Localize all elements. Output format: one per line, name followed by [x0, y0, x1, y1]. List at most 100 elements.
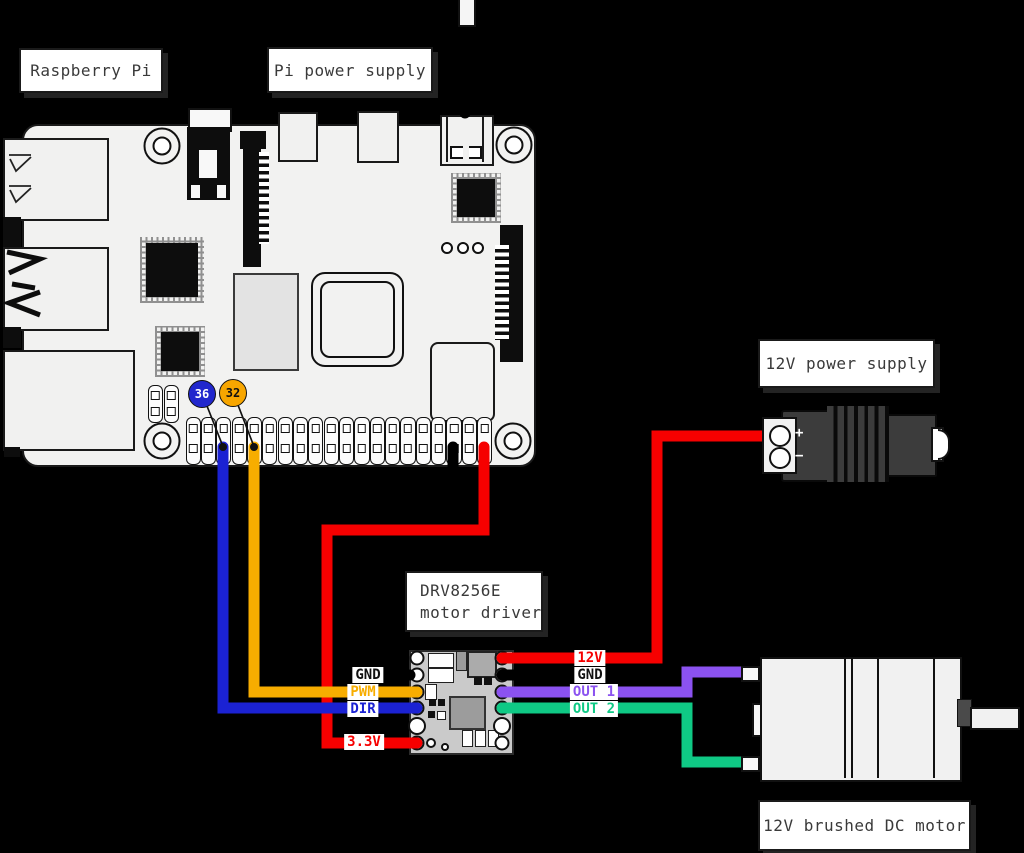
port-shield-tab [3, 327, 21, 348]
usb-port [3, 138, 109, 221]
motor-section-line [933, 657, 935, 778]
usb-c-glyph [450, 146, 463, 159]
pin-pad [326, 444, 336, 453]
driver-dip [475, 730, 486, 747]
hdmi-port-0 [278, 112, 318, 162]
motor-section-line [851, 657, 853, 778]
test-pad [457, 242, 469, 254]
pin-pad [342, 424, 351, 433]
qfp-chip [155, 326, 205, 377]
driver-dot [441, 743, 449, 751]
motor-section-line [877, 657, 879, 778]
av-jack-pin [191, 185, 200, 198]
gpio-pin-pair [308, 417, 324, 465]
dsi-connector [243, 148, 261, 267]
ethernet-port [3, 247, 109, 331]
gpio-pin-pair [415, 417, 431, 465]
pad-dot [219, 443, 227, 451]
pin-pad [150, 391, 160, 400]
pin-pad [296, 444, 305, 453]
av-jack-notch [199, 150, 217, 178]
smd-part [484, 677, 492, 685]
gpio-pin-pair [323, 417, 339, 465]
motor-label: 12V brushed DC motor [758, 800, 971, 851]
gpio-pin-pair [431, 417, 447, 465]
gpio-pin-pair [292, 417, 309, 465]
smd-part [428, 711, 435, 718]
mounting-hole-inner [504, 135, 524, 155]
badge-pin-36: 36 [188, 380, 216, 408]
motor-terminal [741, 666, 760, 682]
driver-dip [462, 730, 473, 747]
gpio-pin-pair [262, 417, 278, 465]
pin-pad [326, 424, 336, 433]
mounting-hole [494, 422, 532, 460]
av-jack-pin [217, 185, 226, 198]
badge-pin-32: 32 [219, 379, 247, 407]
pin-pad [234, 444, 244, 453]
label-out2: OUT 2 [569, 701, 619, 717]
usb-c-rail [446, 115, 448, 162]
usb-c-port [440, 115, 494, 166]
pin-pad [166, 407, 176, 416]
dsi-comb [259, 152, 269, 244]
csi-comb [495, 245, 509, 340]
mounting-hole-inner [503, 431, 523, 451]
pin-pad [388, 444, 397, 453]
pin-pad [419, 444, 428, 453]
pin-pad [250, 424, 259, 433]
pin-pad [357, 424, 367, 433]
driver-connector [467, 651, 497, 678]
driver-cap [428, 668, 454, 683]
pin-pad [465, 424, 474, 433]
test-pad [472, 242, 484, 254]
psu-ribs [827, 406, 889, 482]
label-gnd-right: GND [574, 667, 606, 683]
pin-pad [166, 391, 176, 400]
driver-label: DRV8256E motor driver [405, 571, 543, 632]
pin-pad [388, 424, 397, 433]
pin-pad [449, 424, 459, 433]
pin-pad [296, 424, 305, 433]
label-out1: OUT 1 [569, 684, 619, 700]
soc-chip-inner [320, 281, 395, 358]
driver-pin-hole [494, 735, 510, 751]
label-gnd-left: GND [352, 667, 384, 683]
psu-minus-sign: − [795, 448, 804, 464]
hdmi-port-1 [357, 111, 399, 163]
gpio-pin-pair [461, 417, 477, 465]
driver-dot [426, 738, 436, 748]
port-shield-tab [4, 447, 20, 457]
pin-pad [434, 424, 443, 433]
gpio-pin-pair [354, 417, 370, 465]
motor-body [760, 657, 962, 782]
driver-part [456, 651, 467, 671]
pin-pad [419, 424, 428, 433]
motor-shaft [970, 707, 1020, 730]
mounting-hole-inner [152, 431, 172, 451]
qfp-chip [451, 173, 501, 223]
driver-pin-hole [493, 717, 511, 735]
psu-12v-label: 12V power supply [758, 339, 935, 388]
pin-pad [311, 444, 321, 453]
gpio-pin-pair [185, 417, 201, 465]
gpio-pin-pair [400, 417, 416, 465]
pin-pad [357, 444, 367, 453]
pin-pad [480, 424, 489, 433]
label-12v: 12V [574, 650, 606, 666]
test-pad [441, 242, 453, 254]
pin-pad [373, 444, 382, 453]
gpio-pin-pair [200, 417, 217, 465]
driver-pin-hole [408, 717, 426, 735]
ram-chip [233, 273, 299, 371]
label-dir: DIR [347, 701, 379, 717]
raspberry-pi-label: Raspberry Pi [19, 48, 163, 93]
gpio-pin-pair [277, 417, 293, 465]
mounting-hole-inner [152, 136, 172, 156]
pin-pad [403, 444, 413, 453]
